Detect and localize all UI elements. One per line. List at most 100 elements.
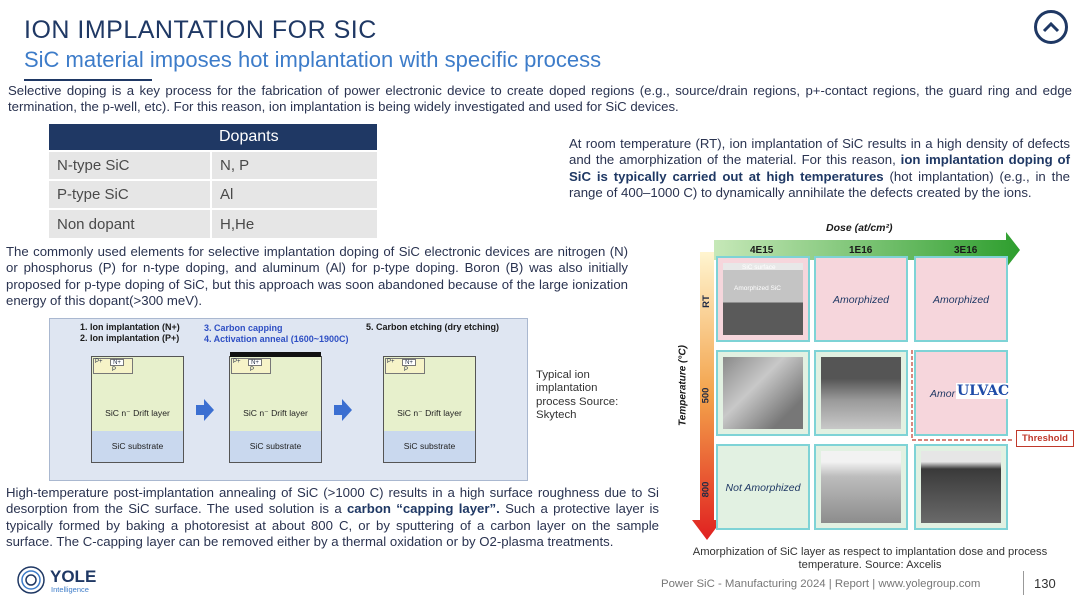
threshold-label: Threshold bbox=[1016, 430, 1074, 447]
page-number: 130 bbox=[1034, 576, 1056, 591]
rt-text-2: (hot implantation) (e.g., in the range o… bbox=[569, 168, 1070, 200]
table-cell-type: N-type SiC bbox=[49, 150, 212, 180]
table-row: P-type SiC Al bbox=[49, 179, 377, 209]
annealing-paragraph: High-temperature post-implantation annea… bbox=[6, 485, 659, 550]
tem-image bbox=[723, 357, 803, 429]
brand-subtitle: Intelligence bbox=[51, 585, 89, 594]
process-figure-caption: Typical ion implantation process Source:… bbox=[536, 369, 619, 422]
process-step-4: 4. Activation anneal (1600~1900C) bbox=[204, 334, 349, 344]
tem-image bbox=[723, 263, 803, 335]
p-label: P bbox=[112, 367, 117, 373]
table-header-dopants: Dopants bbox=[211, 124, 377, 151]
cell-state-label: Amorphized bbox=[832, 294, 890, 306]
yole-logo[interactable]: YOLE Intelligence bbox=[16, 565, 106, 595]
cell-800-4e15: Not Amorphized bbox=[716, 444, 810, 530]
wafer-stack-2: P+ N+ P SiC n⁻ Drift layer SiC substrate bbox=[229, 352, 322, 463]
title-divider bbox=[24, 79, 152, 81]
brand-name: YOLE bbox=[50, 567, 97, 586]
anneal-text-2: Such a protective layer is typically for… bbox=[6, 501, 659, 549]
rt-text-1: At room temperature (RT), ion implantati… bbox=[569, 136, 1070, 168]
cell-state-label: Not Amorphized bbox=[725, 482, 801, 494]
amorphization-caption: Amorphization of SiC layer as respect to… bbox=[692, 546, 1048, 571]
table-cell-dopants: N, P bbox=[211, 150, 377, 180]
p-plus-label: P+ bbox=[95, 359, 103, 365]
drift-layer: P+ N+ P SiC n⁻ Drift layer bbox=[384, 357, 475, 432]
p-label: P bbox=[404, 367, 409, 373]
process-step-5: 5. Carbon etching (dry etching) bbox=[366, 322, 500, 332]
dose-axis-label: Dose (at/cm²) bbox=[826, 222, 893, 234]
n-plus-label: N+ bbox=[110, 359, 124, 366]
dopant-table: Dopants N-type SiC N, P P-type SiC Al No… bbox=[49, 124, 377, 238]
rt-highlight: ion implantation doping of SiC is typica… bbox=[569, 152, 1070, 184]
intro-paragraph: Selective doping is a key process for th… bbox=[8, 83, 1072, 115]
p-plus-label: P+ bbox=[233, 359, 241, 365]
cell-rt-3e16: Amorphized bbox=[914, 256, 1008, 342]
table-cell-dopants: Al bbox=[211, 179, 377, 209]
amorphization-figure: Dose (at/cm²) 4E15 1E16 3E16 Temperature… bbox=[674, 220, 1076, 550]
amorphized-sic-label: Amorphized SiC bbox=[734, 285, 781, 292]
page-subtitle: SiC material imposes hot implantation wi… bbox=[24, 47, 602, 72]
rt-paragraph: At room temperature (RT), ion implantati… bbox=[569, 136, 1070, 201]
cell-rt-1e16: Amorphized bbox=[814, 256, 908, 342]
substrate-layer: SiC substrate bbox=[384, 431, 475, 462]
dose-tick: 4E15 bbox=[750, 245, 774, 256]
anneal-highlight: carbon “capping layer”. bbox=[346, 501, 500, 517]
table-row: Non dopant H,He bbox=[49, 208, 377, 238]
process-step-2: 2. Ion implantation (P+) bbox=[80, 333, 180, 343]
table-row: N-type SiC N, P bbox=[49, 150, 377, 180]
wafer-stack-3: P+ N+ P SiC n⁻ Drift layer SiC substrate bbox=[383, 356, 476, 463]
temperature-tick: 800 bbox=[700, 481, 712, 498]
tem-image bbox=[921, 451, 1001, 523]
implant-region: P+ N+ P bbox=[385, 358, 425, 374]
cell-800-3e16 bbox=[914, 444, 1008, 530]
chevron-up-circle-icon bbox=[1042, 21, 1060, 33]
temperature-axis-label: Temperature (°C) bbox=[677, 345, 689, 426]
wafer-stack-1: P+ N+ P SiC n⁻ Drift layer SiC substrate bbox=[91, 356, 184, 463]
substrate-layer: SiC substrate bbox=[92, 431, 183, 462]
substrate-layer: SiC substrate bbox=[230, 431, 321, 462]
implant-region: P+ N+ P bbox=[93, 358, 133, 374]
process-step-3: 3. Carbon capping bbox=[204, 323, 283, 333]
page-title: ION IMPLANTATION FOR SIC bbox=[24, 16, 377, 44]
table-cell-type: Non dopant bbox=[49, 208, 212, 238]
sic-surface-label: SiC surface bbox=[742, 264, 776, 271]
implantation-process-figure: 1. Ion implantation (N+) 2. Ion implanta… bbox=[49, 318, 528, 481]
substrate-label: SiC substrate bbox=[111, 441, 164, 451]
drift-layer-label: SiC n⁻ Drift layer bbox=[243, 408, 308, 418]
common-elements-paragraph: The commonly used elements for selective… bbox=[6, 244, 628, 308]
dose-tick: 3E16 bbox=[954, 245, 978, 256]
cell-500-4e15 bbox=[716, 350, 810, 436]
cell-500-1e16 bbox=[814, 350, 908, 436]
process-step-1: 1. Ion implantation (N+) bbox=[80, 322, 180, 332]
footer-text: Power SiC - Manufacturing 2024 | Report … bbox=[661, 578, 981, 590]
substrate-label: SiC substrate bbox=[403, 441, 456, 451]
footer-divider bbox=[1023, 571, 1024, 595]
arrow-right-icon bbox=[196, 399, 214, 421]
temperature-arrow bbox=[692, 252, 722, 540]
implant-region: P+ N+ P bbox=[231, 358, 271, 374]
temperature-tick: 500 bbox=[700, 387, 712, 404]
cell-state-label: Amor bbox=[930, 388, 956, 400]
ulvac-watermark: ULVAC bbox=[956, 383, 1011, 399]
cell-500-3e16: Amor ULVAC bbox=[914, 350, 1011, 436]
tem-image bbox=[821, 357, 901, 429]
carbon-cap-layer bbox=[230, 352, 321, 357]
n-plus-label: N+ bbox=[248, 359, 262, 366]
p-plus-label: P+ bbox=[387, 359, 395, 365]
n-plus-label: N+ bbox=[402, 359, 416, 366]
nav-up-button[interactable] bbox=[1034, 10, 1068, 44]
p-label: P bbox=[250, 367, 255, 373]
cell-state-label: Amorphized bbox=[932, 294, 990, 306]
tem-image bbox=[821, 451, 901, 523]
drift-layer-label: SiC n⁻ Drift layer bbox=[397, 408, 462, 418]
drift-layer: P+ N+ P SiC n⁻ Drift layer bbox=[92, 357, 183, 432]
dose-tick: 1E16 bbox=[849, 245, 873, 256]
anneal-text-1: High-temperature post-implantation annea… bbox=[6, 485, 659, 517]
cell-800-1e16 bbox=[814, 444, 908, 530]
drift-layer-label: SiC n⁻ Drift layer bbox=[105, 408, 170, 418]
yole-logo-icon bbox=[17, 566, 45, 594]
table-cell-type: P-type SiC bbox=[49, 179, 212, 209]
drift-layer: P+ N+ P SiC n⁻ Drift layer bbox=[230, 357, 321, 432]
substrate-label: SiC substrate bbox=[249, 441, 302, 451]
arrow-right-icon bbox=[334, 399, 352, 421]
